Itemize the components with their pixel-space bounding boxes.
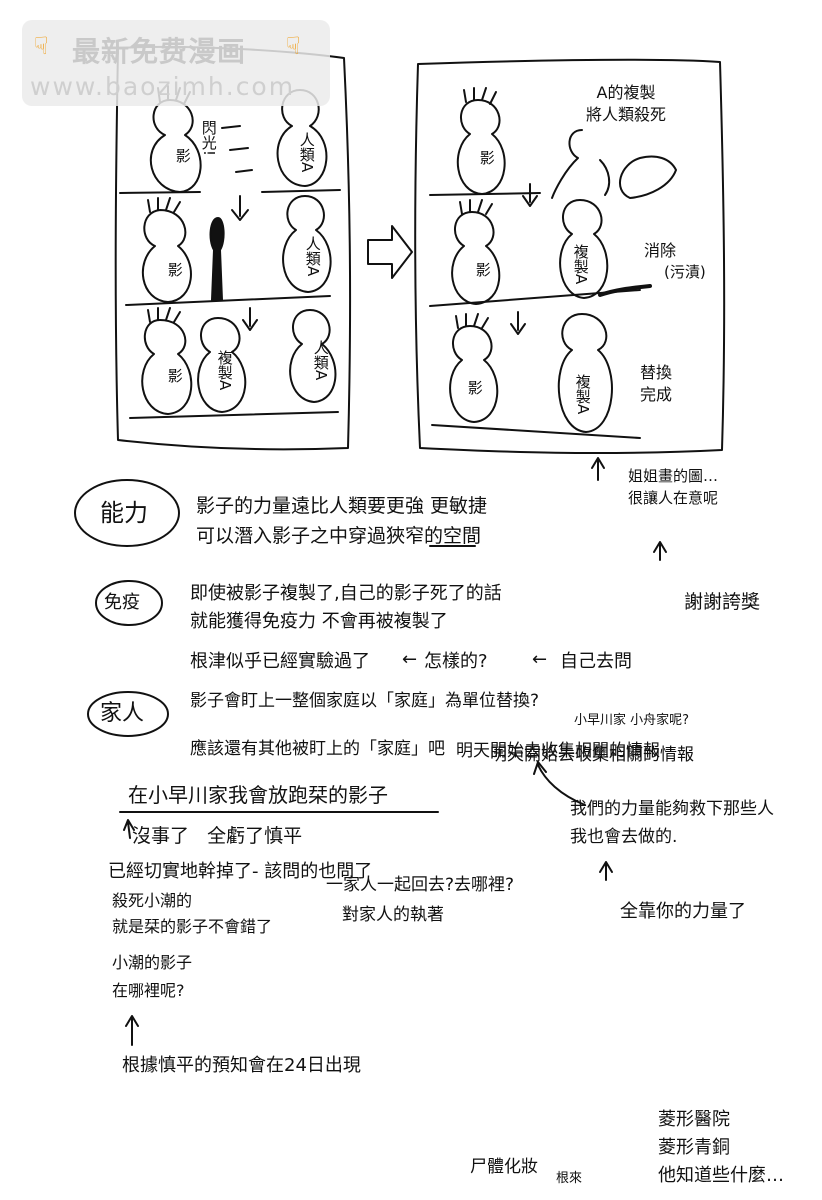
watermark-url: www.baozimh.com — [30, 72, 296, 101]
human-a-label: 人類A — [297, 132, 316, 173]
family-question: 小早川家 小舟家呢? — [574, 713, 690, 728]
family-line-1: 影子會盯上一整個家庭以「家庭」為單位替換? — [190, 691, 540, 711]
family-go-line-2: 對家人的執著 — [342, 905, 444, 925]
ability-tag: 能力 — [100, 499, 148, 527]
shadow-label: 影 — [165, 262, 184, 277]
kill-ushio-line-2: 就是栞的影子不會錯了 — [112, 917, 273, 936]
caption-erase: 消除 — [644, 241, 677, 260]
human-a-label: 人類A — [311, 340, 330, 381]
shadow-label: 影 — [173, 148, 192, 163]
flash-label: 閃光! — [199, 120, 218, 157]
its-fine-line: 沒事了 全虧了慎平 — [132, 825, 303, 847]
caption-stain: (污漬) — [664, 263, 706, 281]
immunity-line-1: 即使被影子複製了,自己的影子死了的話 — [190, 583, 502, 604]
kobayakawa-line: 在小早川家我會放跑栞的影子 — [128, 783, 388, 807]
shadow-label: 影 — [473, 262, 492, 277]
hishigata-bronze: 菱形青銅 — [658, 1137, 730, 1158]
watermark-banner — [22, 20, 330, 106]
strength-line-1: 我們的力量能夠救下那些人 — [570, 799, 774, 819]
pointing-hand-icon: ☟ — [34, 32, 49, 60]
immunity-line-2: 就能獲得免疫力 不會再被複製了 — [190, 611, 448, 632]
how-line: 怎樣的? — [424, 651, 488, 672]
sister-drawing-note: 姐姐畫的圖… 很讓人在意呢 — [628, 467, 719, 507]
human-a-label: 人類A — [303, 236, 322, 277]
copy-a-label: 複製A — [573, 374, 592, 415]
shadow-label: 影 — [465, 380, 484, 395]
ability-line-2: 可以潛入影子之中穿過狹窄的空間 — [196, 525, 482, 547]
what-knows-line: 他知道些什麼… — [658, 1165, 784, 1186]
strength-line-2: 我也會去做的. — [570, 827, 678, 847]
hishigata-hospital: 菱形醫院 — [658, 1109, 730, 1130]
copy-a-label: 複製A — [215, 350, 234, 391]
all-your-power-note: 全靠你的力量了 — [620, 901, 746, 922]
copy-a-label: 複製A — [571, 244, 590, 285]
done-line: 已經切實地幹掉了- 該問的也問了 — [108, 861, 373, 882]
ask-self-line: 自己去問 — [560, 651, 632, 672]
watermark-title: 最新免费漫画 — [72, 35, 247, 68]
ability-line-1: 影子的力量遠比人類要更強 更敏捷 — [196, 495, 488, 517]
left-arrow-icon: ← — [532, 649, 548, 670]
nezu-line: 根津似乎已經實驗過了 — [190, 651, 370, 672]
pointing-hand-icon: ☟ — [286, 32, 301, 60]
immunity-tag: 免疫 — [104, 592, 140, 613]
family-tag: 家人 — [100, 701, 145, 726]
left-arrow-icon: ← — [402, 649, 418, 670]
ushio-shadow-line-2: 在哪裡呢? — [112, 981, 185, 1000]
thanks-note: 謝謝誇獎 — [684, 591, 761, 613]
family-line-3: 明天開始去收集相關的情報 — [456, 741, 660, 761]
corpse-makeup-line: 尸體化妝 — [470, 1157, 538, 1177]
ushio-shadow-line-1: 小潮的影子 — [112, 953, 193, 972]
family-go-line-1: 一家人一起回去?去哪裡? — [326, 875, 515, 895]
caption-kill: A的複製 將人類殺死 — [586, 83, 667, 124]
shadow-label: 影 — [477, 150, 496, 165]
kill-ushio-line-1: 殺死小潮的 — [112, 891, 193, 910]
nekura-label: 根來 — [556, 1171, 583, 1186]
family-line-3: 明天開始去收集相關的情報 — [490, 745, 694, 765]
prediction-line: 根據慎平的預知會在24日出現 — [122, 1055, 361, 1076]
caption-replace: 替換 完成 — [640, 363, 673, 405]
shadow-label: 影 — [165, 368, 184, 383]
family-line-2: 應該還有其他被盯上的「家庭」吧 — [190, 739, 445, 759]
